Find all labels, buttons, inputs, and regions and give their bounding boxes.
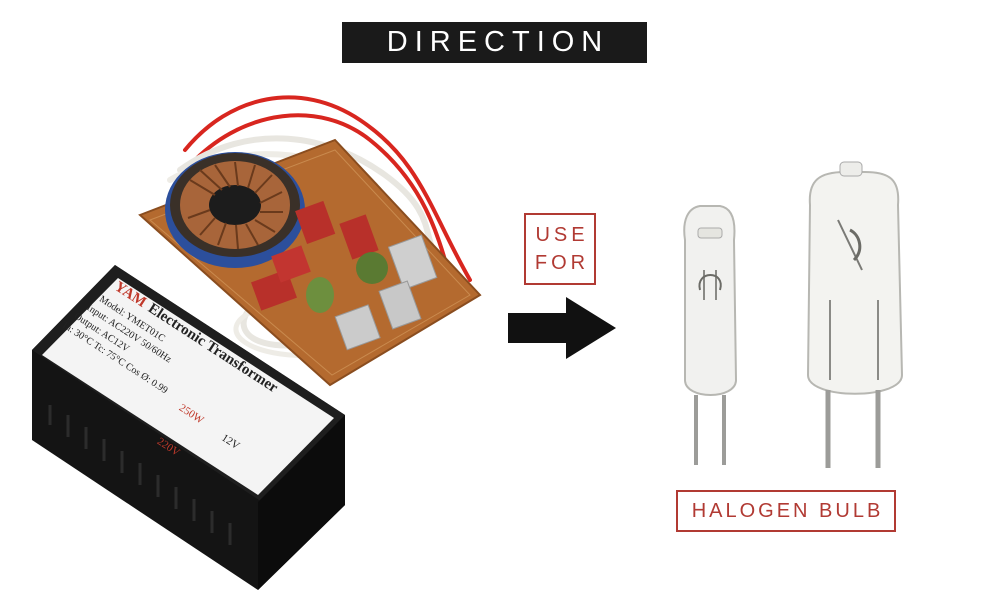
toroid-coil [165, 152, 305, 268]
halogen-bulbs-image [683, 161, 904, 468]
large-bulb [806, 161, 904, 468]
transformer-product-image: YAM Electronic Transformer Model: YMET01… [32, 95, 482, 590]
use-for-label: USE FOR [524, 213, 596, 285]
use-text: USE [535, 224, 589, 246]
right-arrow-icon [508, 297, 616, 359]
small-bulb [683, 205, 738, 465]
halogen-bulb-label: HALOGEN BULB [676, 490, 896, 532]
direction-title: DIRECTION [342, 22, 647, 63]
for-text: FOR [534, 252, 590, 274]
